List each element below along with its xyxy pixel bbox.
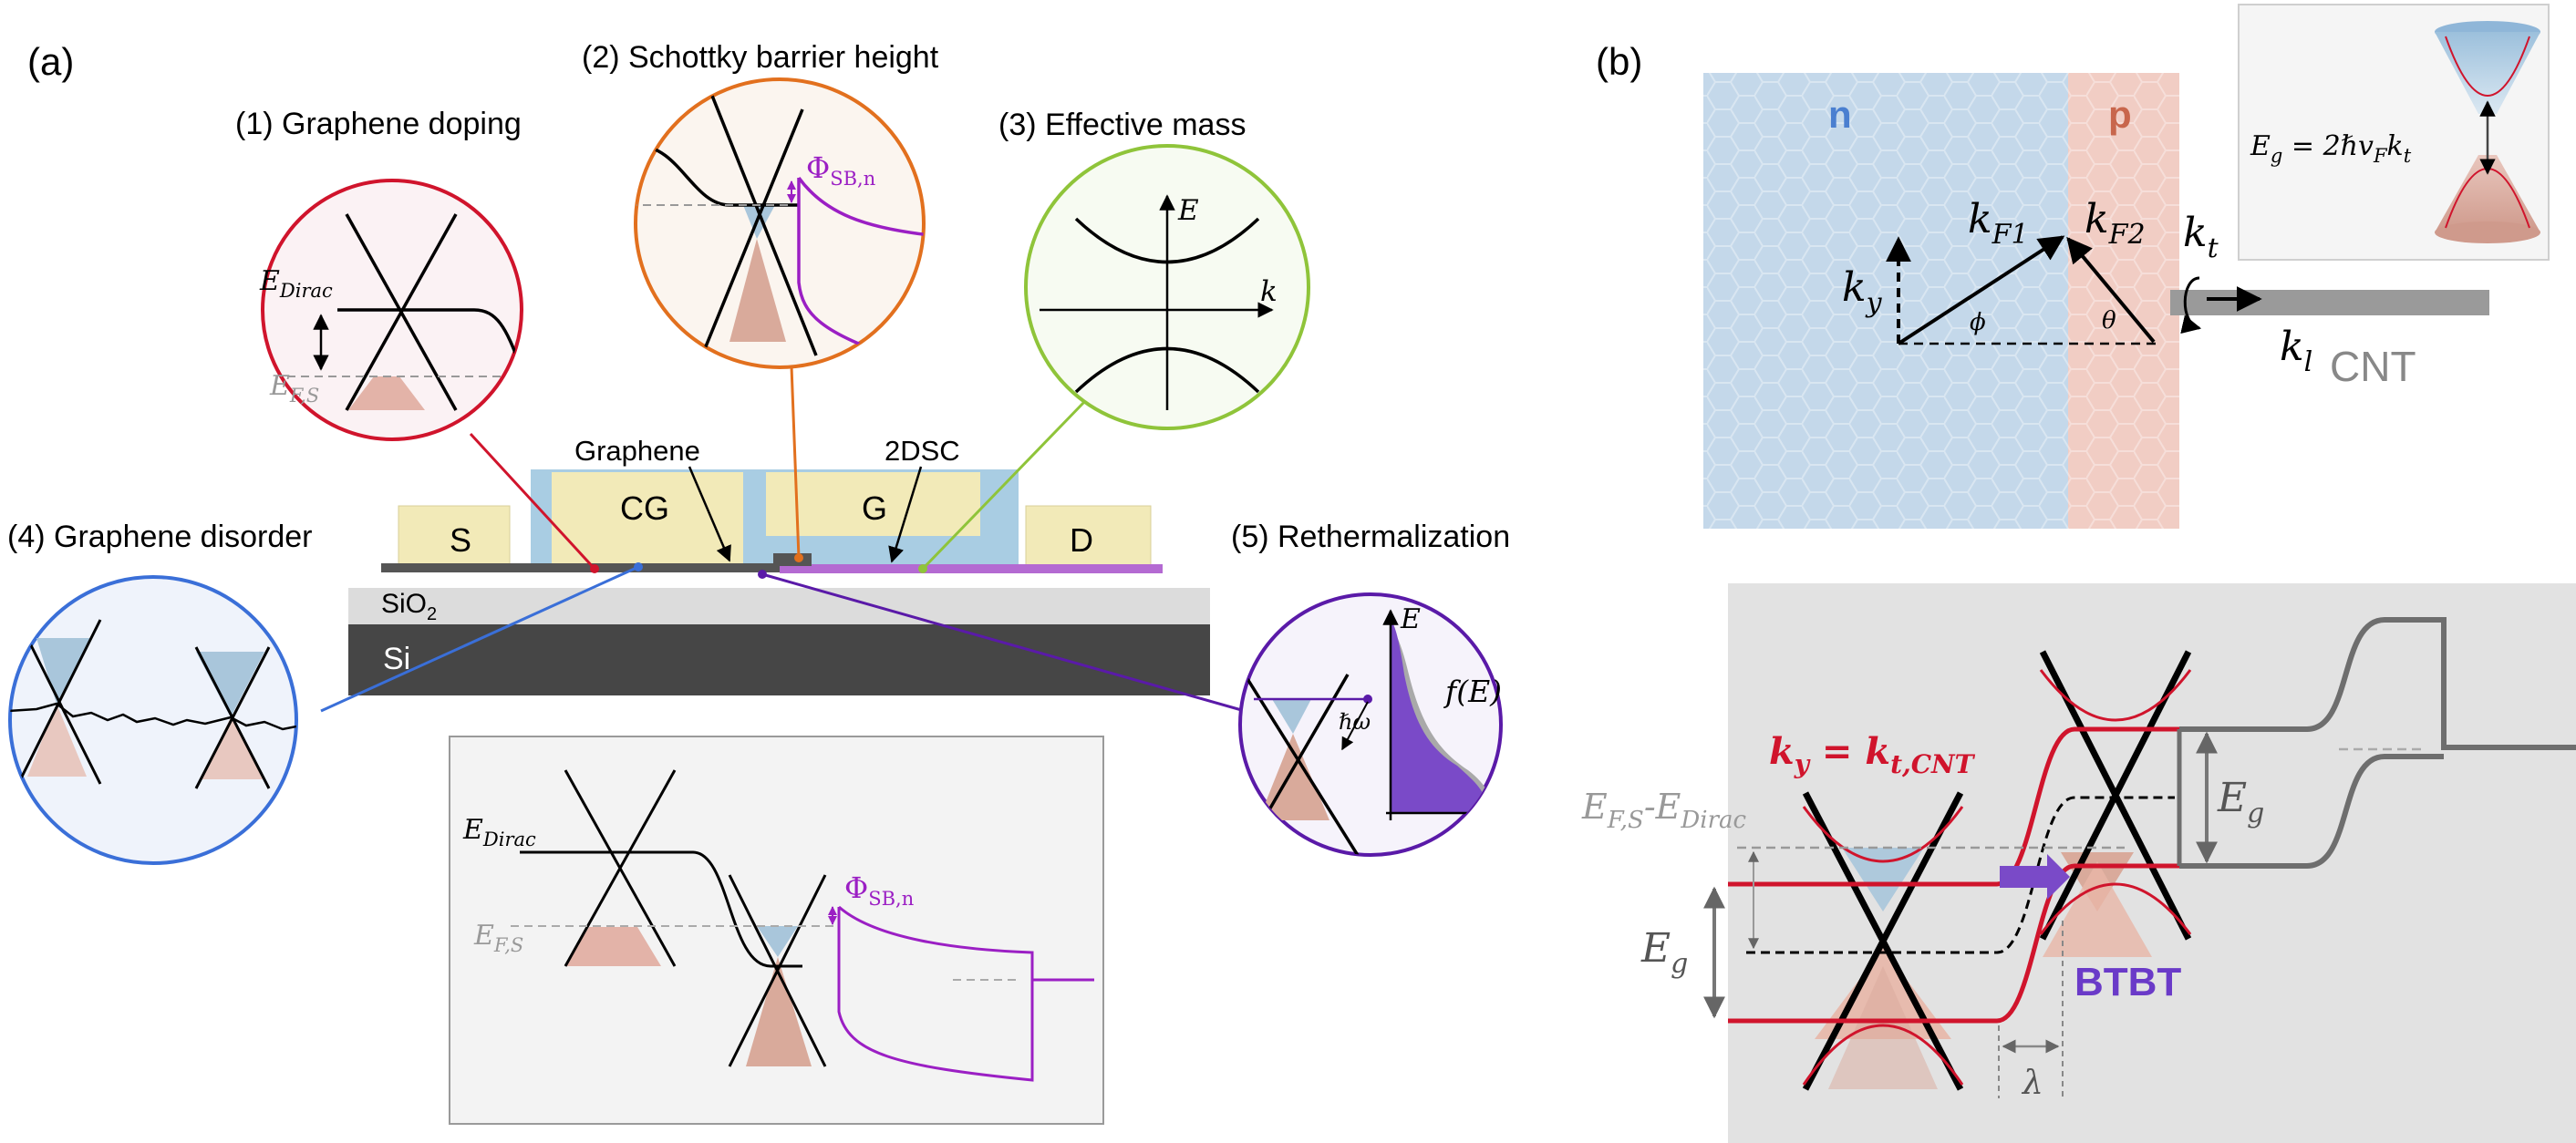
connector-4-dot — [634, 562, 643, 572]
bubble5-hw-label: ℏω — [1339, 709, 1371, 735]
graphene-label: Graphene — [574, 435, 700, 467]
callout-doping-title: (1) Graphene doping — [235, 107, 522, 141]
bubble1-efs-label: EF,S — [269, 370, 319, 407]
inset-edirac-label: EDirac — [462, 814, 536, 850]
inset-phi-label: ΦSB,n — [844, 870, 914, 910]
phi-angle-label: ϕ — [1970, 309, 1986, 336]
kf2-vector — [2066, 236, 2156, 344]
callout-retherm-title: (5) Rethermalization — [1231, 520, 1510, 554]
bubble-graphene-doping: EDirac EF,S — [259, 179, 523, 441]
cnt-label: CNT — [2330, 343, 2416, 390]
bubble3-k-axis: k — [1260, 275, 1278, 308]
connector-1-dot — [590, 564, 599, 573]
inset-efs-label: EF,S — [473, 920, 523, 956]
cnt-diagram: kt kl CNT — [2170, 210, 2489, 390]
connector-2 — [790, 366, 801, 559]
kf2-label: kF2 — [2085, 196, 2146, 251]
bubble1-edirac-label: EDirac — [259, 265, 333, 302]
n-label: n — [1828, 93, 1852, 136]
cnt-bandgap-inset: Eg = 2ℏvFkt — [2238, 4, 2550, 261]
connector-1 — [469, 432, 596, 571]
tdsc-sheet — [780, 564, 1163, 573]
inset-band-diagram: EDirac EF,S ΦSB,n — [449, 736, 1104, 1125]
graphene-sheet — [381, 563, 782, 572]
cnt-tube — [2170, 290, 2489, 315]
cg-label: CG — [620, 489, 669, 527]
drain-contact — [1025, 505, 1152, 571]
drain-label: D — [1070, 521, 1093, 559]
eg-right-label: Eg — [2217, 775, 2264, 829]
connector-5 — [761, 572, 1246, 713]
btbt-band-diagram: ky = kt,CNT EF,S-EDirac Eg Eg BTBT λ — [1581, 583, 2576, 1143]
graphene-pointer — [688, 466, 731, 562]
kt-label: kt — [2183, 210, 2219, 264]
callout-disorder-title: (4) Graphene disorder — [7, 520, 313, 554]
gate-contact — [766, 472, 980, 536]
connector-5-dot — [758, 570, 767, 579]
bubble5-fe-label: f(E) — [1443, 674, 1502, 709]
si-substrate — [348, 624, 1210, 695]
source-label: S — [450, 521, 471, 559]
bubble3-e-axis: E — [1177, 194, 1199, 227]
tdsc-pointer — [888, 466, 923, 563]
kf1-vector — [1897, 235, 2065, 345]
sio2-label: SiO2 — [381, 589, 437, 624]
eg-formula: Eg = 2ℏvFkt — [2250, 130, 2412, 167]
connector-4 — [320, 565, 639, 713]
contact-overlap — [773, 553, 812, 566]
p-label: p — [2108, 93, 2132, 136]
panel-b-label: (b) — [1596, 40, 1642, 83]
bubble-graphene-disorder — [8, 575, 298, 865]
gate-label: G — [862, 489, 887, 527]
lambda-label: λ — [2021, 1065, 2043, 1102]
connector-3 — [921, 399, 1087, 571]
kf1-label: kF1 — [1968, 196, 2029, 251]
callout-schottky-title: (2) Schottky barrier height — [582, 40, 939, 75]
bubble-rethermalization: E f(E) ℏω — [1238, 592, 1503, 857]
kl-label: kl — [2280, 324, 2312, 378]
tdsc-label: 2DSC — [885, 435, 960, 467]
theta-angle-label: θ — [2102, 307, 2116, 335]
connector-2-dot — [794, 553, 803, 562]
bubble-schottky-barrier: ΦSB,n — [634, 77, 926, 369]
device-stack: S CG G D Graphene 2DSC SiO2 Si — [348, 435, 1210, 695]
bubble5-e-axis: E — [1400, 603, 1421, 635]
eg-left-label: Eg — [1640, 925, 1688, 980]
ky-kt-label: ky = kt,CNT — [1769, 730, 1976, 779]
connector-3-dot — [918, 564, 927, 573]
si-label: Si — [383, 642, 410, 676]
ky-label: ky — [1842, 264, 1883, 319]
callout-mass-title: (3) Effective mass — [998, 108, 1246, 142]
panel-a-label: (a) — [27, 40, 74, 83]
btbt-label: BTBT — [2074, 960, 2181, 1004]
efs-edirac-label: EF,S-EDirac — [1581, 787, 1747, 834]
bubble2-phi-label: ΦSB,n — [806, 150, 875, 190]
bubble-effective-mass: E k — [1024, 144, 1310, 430]
kt-rotation-arrow — [2180, 276, 2202, 335]
pn-momentum-diagram: n p ky kF1 kF2 ϕ θ — [1703, 73, 2179, 529]
